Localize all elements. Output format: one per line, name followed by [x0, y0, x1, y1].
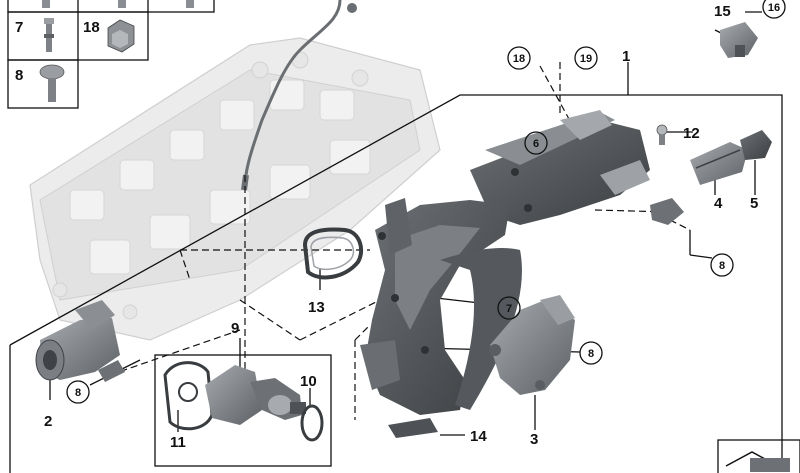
callout-8-left: 8 — [66, 380, 90, 404]
sensor-12 — [656, 124, 668, 145]
callout-6: 6 — [524, 131, 548, 155]
svg-text:8: 8 — [719, 260, 725, 272]
label-15: 15 — [714, 3, 731, 20]
svg-text:19: 19 — [580, 53, 592, 65]
bolt-icon — [44, 18, 54, 52]
throttle-actuator — [35, 300, 125, 382]
callout-8-bracket: 8 — [579, 341, 603, 365]
callout-16: 16 — [762, 0, 786, 19]
callout-labels: 1 2 3 4 5 9 10 11 12 13 14 15 — [44, 3, 758, 451]
callout-18: 18 — [507, 46, 531, 70]
screw-icon — [39, 64, 65, 102]
svg-text:8: 8 — [75, 387, 81, 399]
sensor-5 — [740, 130, 772, 160]
label-14: 14 — [470, 428, 487, 445]
document-icon[interactable] — [717, 439, 800, 473]
label-9: 9 — [231, 320, 239, 337]
group-frame — [9, 94, 783, 462]
callout-8-right: 8 — [710, 253, 734, 277]
label-1: 1 — [622, 48, 630, 65]
label-4: 4 — [714, 195, 723, 212]
label-13: 13 — [308, 299, 325, 316]
gasket-13 — [302, 227, 364, 280]
sensor-clip — [650, 198, 684, 225]
label-10: 10 — [300, 373, 317, 390]
legend-grid: 7 18 8 — [7, 0, 215, 109]
seal-14 — [388, 418, 438, 438]
svg-text:8: 8 — [588, 348, 594, 360]
callout-19: 19 — [574, 46, 598, 70]
egr-valve — [205, 365, 306, 425]
label-12: 12 — [683, 125, 700, 142]
subgroup-frame — [154, 354, 332, 467]
svg-text:7: 7 — [506, 303, 512, 315]
label-2: 2 — [44, 413, 52, 430]
svg-text:18: 18 — [513, 53, 525, 65]
dipstick-wire — [244, 0, 342, 176]
intake-manifold — [360, 110, 650, 415]
svg-text:16: 16 — [768, 2, 780, 14]
circled-callouts: 16 18 19 6 8 7 8 8 — [66, 0, 786, 404]
egr-flange-gasket — [163, 361, 214, 431]
svg-text:6: 6 — [533, 138, 539, 150]
clip-nut-icon — [107, 19, 135, 53]
callout-7-manifold: 7 — [497, 296, 521, 320]
o-ring-10 — [300, 404, 324, 442]
legend-label-8: 8 — [15, 67, 23, 84]
legend-label-18: 18 — [83, 19, 100, 36]
sensor-15 — [720, 22, 758, 58]
label-3: 3 — [530, 431, 538, 448]
sensor-4 — [690, 142, 748, 185]
cylinder-head-ghost — [29, 37, 441, 341]
label-5: 5 — [750, 195, 758, 212]
legend-label-7: 7 — [15, 19, 23, 36]
bracket-3 — [489, 295, 575, 395]
label-11: 11 — [170, 434, 186, 451]
